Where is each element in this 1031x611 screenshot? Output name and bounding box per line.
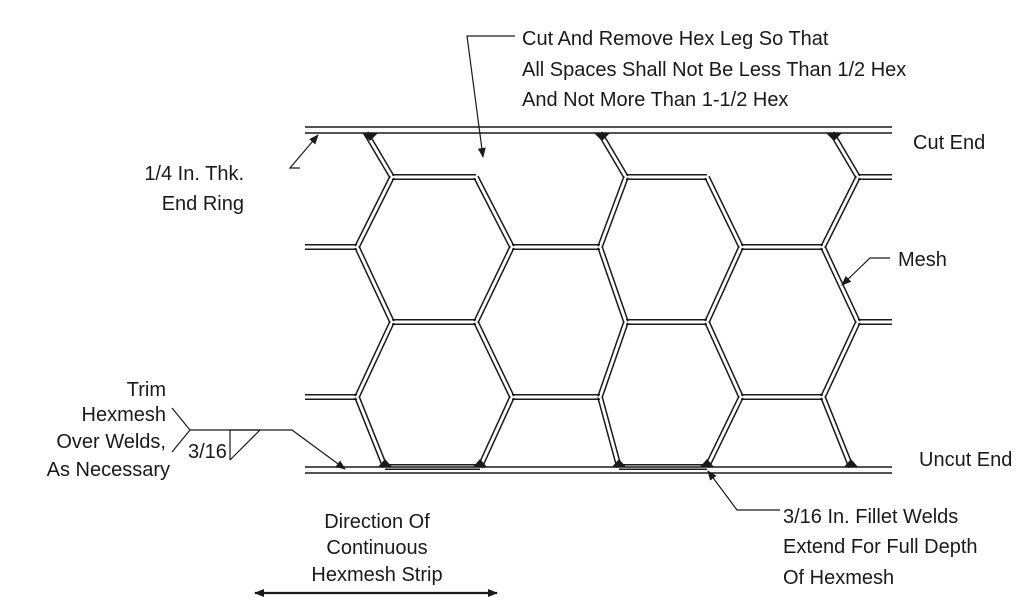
cut-note-line-3: And Not More Than 1-1/2 Hex: [522, 89, 788, 111]
mesh-strand: [708, 320, 744, 397]
mesh-strand: [358, 322, 395, 399]
weld-size-label: 3/16: [188, 441, 227, 463]
mesh-strand: [833, 131, 861, 177]
mesh-strand: [597, 397, 618, 468]
end-ring-leader: [288, 134, 319, 169]
mesh-strand: [829, 133, 857, 179]
end-ring-line-1: 1/4 In. Thk.: [144, 163, 244, 185]
mesh-strand: [473, 322, 511, 399]
mesh-strand: [704, 245, 740, 322]
mesh-strand: [601, 322, 629, 398]
weld-symbol-leader: [230, 429, 346, 470]
trim-note-line-1: Trim: [127, 379, 166, 401]
mesh-strand: [601, 131, 629, 177]
mesh-strand: [708, 175, 744, 247]
trim-note-line-4: As Necessary: [47, 459, 170, 481]
cut-note-line-1: Cut And Remove Hex Leg So That: [522, 28, 829, 50]
mesh-strand: [367, 131, 395, 177]
mesh-strand: [601, 246, 629, 322]
mesh-strand: [601, 396, 622, 467]
mesh-strand: [473, 245, 511, 322]
mesh-leader: [841, 257, 890, 286]
cut-end-label: Cut End: [913, 132, 985, 154]
mesh-strand: [824, 395, 854, 467]
mesh-strand: [597, 175, 625, 247]
mesh-strand: [477, 247, 515, 324]
mesh-strand: [708, 397, 744, 469]
mesh-strand: [820, 247, 857, 324]
direction-line-3: Hexmesh Strip: [311, 564, 442, 586]
mesh-strand: [820, 397, 850, 469]
mesh-strand: [824, 245, 861, 322]
mesh-strand: [354, 247, 391, 324]
cut-note-line-2: All Spaces Shall Not Be Less Than 1/2 He…: [522, 59, 906, 81]
mesh-label: Mesh: [898, 249, 947, 271]
mesh-strand: [363, 133, 391, 179]
mesh-strand: [704, 177, 740, 249]
mesh-strand: [597, 133, 625, 179]
fillet-note-line-1: 3/16 In. Fillet Welds: [783, 506, 958, 528]
trim-note-line-2: Hexmesh: [82, 404, 166, 426]
mesh-strand: [597, 247, 625, 323]
mesh-strand: [354, 397, 384, 469]
mesh-strand: [477, 175, 515, 247]
mesh-strand: [824, 322, 861, 399]
end-ring-line-2: End Ring: [162, 193, 244, 215]
direction-line-1: Direction Of: [324, 511, 430, 533]
fillet-note-line-2: Extend For Full Depth: [783, 536, 978, 558]
mesh-strand: [820, 175, 857, 247]
mesh-strand: [704, 395, 740, 467]
mesh-strand: [597, 321, 625, 397]
mesh-strand: [358, 245, 395, 322]
mesh-strand: [477, 320, 515, 397]
weld-symbol: [171, 407, 261, 461]
fillet-welds: [362, 133, 858, 467]
mesh-strand: [481, 397, 515, 469]
direction-line-2: Continuous: [326, 537, 427, 559]
mesh-strand: [477, 395, 511, 467]
fillet-note-line-3: Of Hexmesh: [783, 567, 894, 589]
mesh-strand: [358, 395, 388, 467]
mesh-strand: [704, 322, 740, 399]
uncut-end-label: Uncut End: [919, 449, 1012, 471]
mesh-strand: [354, 175, 391, 247]
trim-note-line-3: Over Welds,: [56, 431, 166, 453]
mesh-strand: [358, 177, 395, 249]
hex-mesh: [305, 131, 892, 470]
mesh-strand: [354, 320, 391, 397]
uncut-end-ring: [305, 466, 892, 474]
mesh-strand: [473, 177, 511, 249]
mesh-strand: [601, 177, 629, 249]
mesh-strand: [708, 247, 744, 324]
mesh-strand: [824, 177, 861, 249]
cut-note-leader: [466, 35, 515, 158]
fillet-weld-leader: [707, 470, 780, 511]
cut-end-ring: [305, 126, 892, 134]
mesh-strand: [820, 320, 857, 397]
